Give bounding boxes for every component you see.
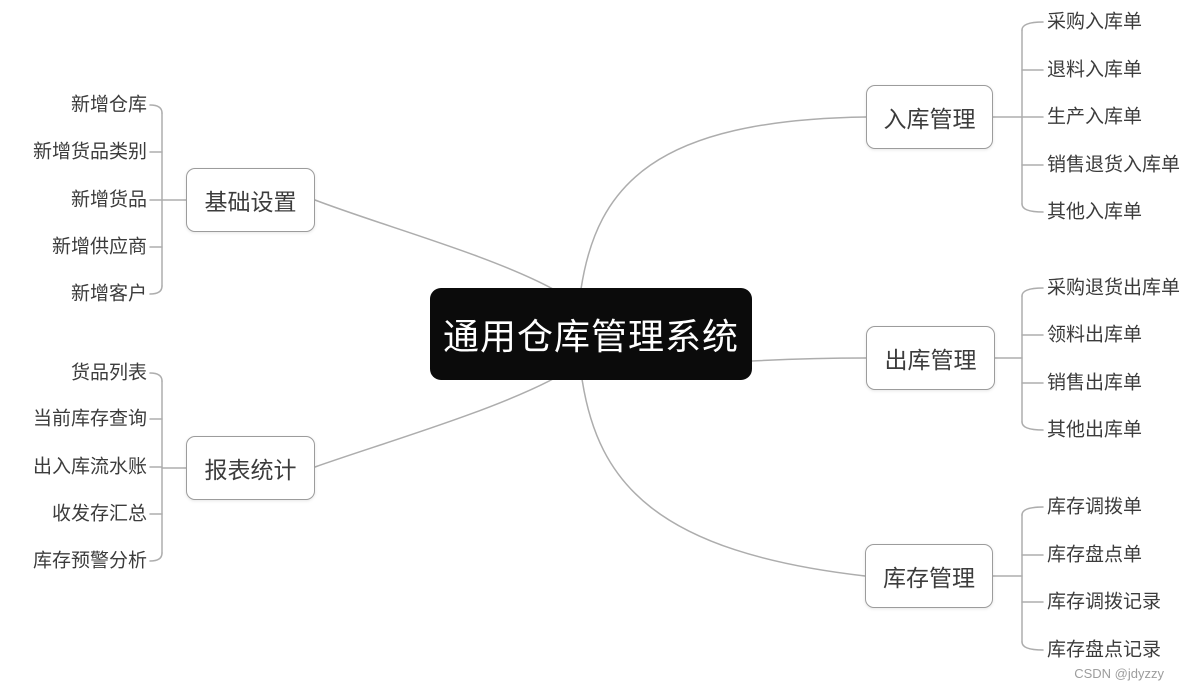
leaf-node[interactable]: 收发存汇总 [51, 503, 147, 525]
node-inbound-mgmt[interactable]: 入库管理 [866, 85, 993, 149]
leaf-node[interactable]: 库存盘点单 [1047, 544, 1143, 566]
bracket-basic-hook-1 [149, 104, 163, 114]
connector-root-inventory [581, 378, 866, 577]
node-outbound-mgmt[interactable]: 出库管理 [866, 326, 995, 390]
connector-root-outbound [751, 357, 867, 362]
node-inventory-mgmt[interactable]: 库存管理 [865, 544, 993, 608]
bracket-inbound-hook-5 [1021, 203, 1044, 213]
leaf-node[interactable]: 领料出库单 [1047, 324, 1143, 346]
leaf-node[interactable]: 新增货品 [70, 189, 147, 211]
leaf-node[interactable]: 库存调拨记录 [1047, 591, 1162, 613]
bracket-inventory-hook-4 [1021, 641, 1044, 651]
bracket-outbound-hook-4 [1021, 421, 1044, 431]
leaf-node[interactable]: 退料入库单 [1047, 59, 1143, 81]
leaf-node[interactable]: 当前库存查询 [32, 408, 147, 430]
bracket-inbound-hook-1 [1021, 21, 1044, 31]
leaf-node[interactable]: 新增供应商 [51, 236, 147, 258]
leaf-node[interactable]: 新增客户 [70, 283, 147, 305]
bracket-inventory-hook-1 [1021, 506, 1044, 516]
node-basic-settings[interactable]: 基础设置 [186, 168, 315, 232]
leaf-node[interactable]: 新增仓库 [70, 94, 147, 116]
leaf-node[interactable]: 新增货品类别 [32, 141, 147, 163]
leaf-node[interactable]: 其他入库单 [1047, 201, 1143, 223]
leaf-node[interactable]: 库存调拨单 [1047, 496, 1143, 518]
connector-root-report [314, 378, 554, 468]
connector-root-inbound [580, 116, 867, 290]
leaf-node[interactable]: 销售退货入库单 [1047, 154, 1181, 176]
leaf-node[interactable]: 库存预警分析 [32, 550, 147, 572]
node-report-stats[interactable]: 报表统计 [186, 436, 315, 500]
leaf-node[interactable]: 货品列表 [70, 362, 147, 384]
leaf-node[interactable]: 出入库流水账 [32, 456, 147, 478]
leaf-node[interactable]: 销售出库单 [1047, 372, 1143, 394]
bracket-basic-hook-5 [149, 285, 163, 295]
leaf-node[interactable]: 采购入库单 [1047, 11, 1143, 33]
leaf-node[interactable]: 库存盘点记录 [1047, 639, 1162, 661]
watermark: CSDN @jdyzzy [1074, 666, 1164, 681]
node-root[interactable]: 通用仓库管理系统 [430, 288, 752, 380]
bracket-outbound-hook-1 [1021, 287, 1044, 297]
leaf-node[interactable]: 采购退货出库单 [1047, 277, 1181, 299]
leaf-node[interactable]: 其他出库单 [1047, 419, 1143, 441]
connector-root-basic [314, 199, 554, 290]
leaf-node[interactable]: 生产入库单 [1047, 106, 1143, 128]
bracket-report-hook-5 [149, 552, 163, 562]
bracket-report-hook-1 [149, 372, 163, 382]
